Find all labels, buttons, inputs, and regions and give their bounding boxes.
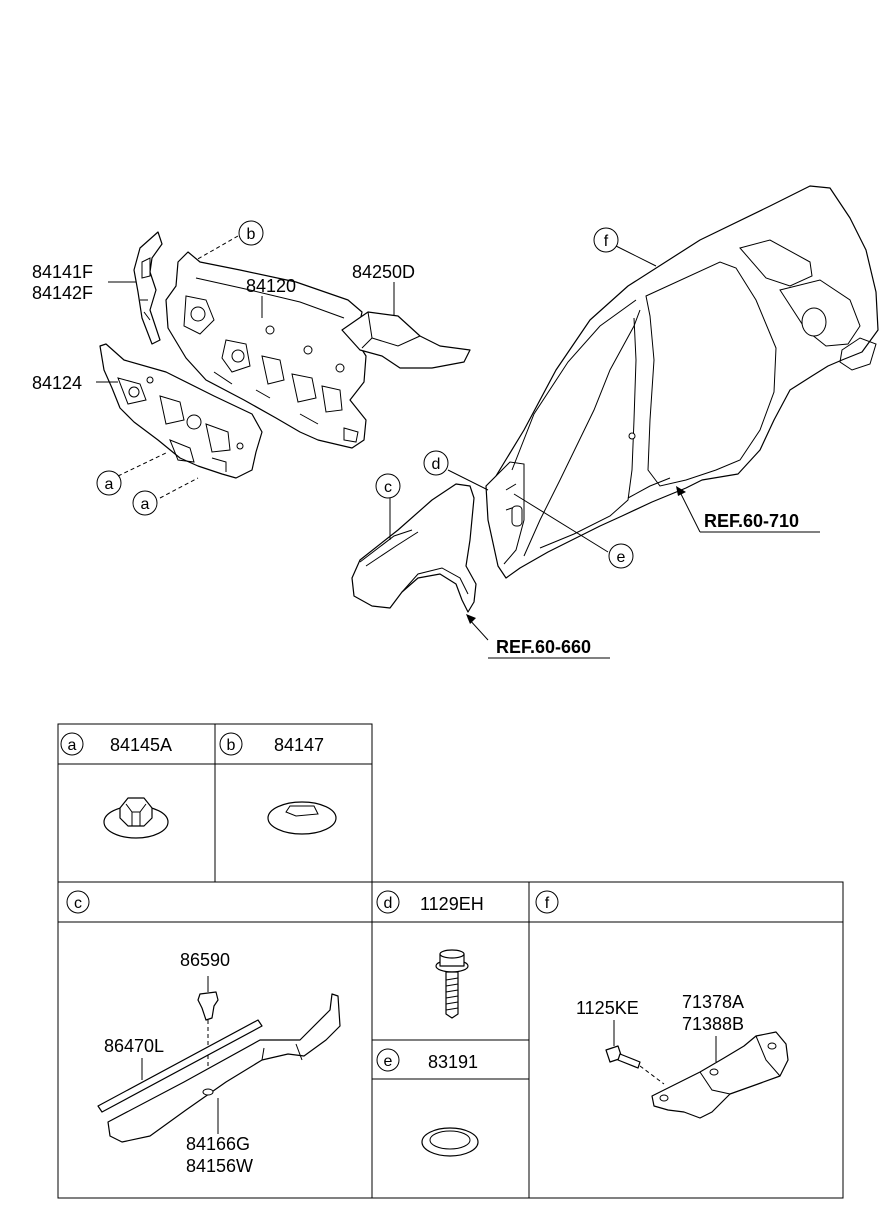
label-86590: 86590 bbox=[180, 950, 230, 970]
ref-60-660[interactable]: REF.60-660 bbox=[496, 637, 591, 657]
leader-b bbox=[195, 235, 239, 261]
label-84124: 84124 bbox=[32, 373, 82, 393]
grommet-part-83191[interactable] bbox=[421, 1127, 479, 1157]
dash-insulator-upper-part[interactable] bbox=[165, 251, 367, 449]
callout-b-circle bbox=[238, 220, 264, 246]
leader-bolt-f bbox=[639, 1065, 665, 1085]
label-71388B: 71388B bbox=[682, 1014, 744, 1034]
cell-b-key: b bbox=[227, 737, 236, 754]
callout-c-text: c bbox=[384, 479, 392, 496]
side-insulator-part[interactable] bbox=[133, 231, 163, 345]
callout-d-circle bbox=[423, 450, 449, 476]
callout-f-circle bbox=[593, 227, 619, 253]
callout-d-text: d bbox=[432, 456, 441, 473]
ref-60-710[interactable]: REF.60-710 bbox=[704, 511, 799, 531]
callout-f-text: f bbox=[604, 233, 609, 250]
cell-b-part: 84147 bbox=[274, 735, 324, 755]
cell-e-circle bbox=[376, 1048, 400, 1072]
callout-e-circle bbox=[608, 543, 634, 569]
label-84156W: 84156W bbox=[186, 1156, 253, 1176]
callout-a2-circle bbox=[132, 490, 158, 516]
cell-d-key: d bbox=[384, 895, 393, 912]
leader-f bbox=[615, 245, 657, 267]
label-84166G: 84166G bbox=[186, 1134, 250, 1154]
label-84250D: 84250D bbox=[352, 262, 415, 282]
leader-a2 bbox=[159, 477, 199, 499]
leader-ref1 bbox=[679, 491, 701, 533]
callout-c-circle bbox=[375, 473, 401, 499]
cell-b-circle bbox=[219, 732, 243, 756]
body-side-panel-part[interactable] bbox=[485, 185, 879, 579]
bolt-part-1129EH[interactable] bbox=[435, 949, 469, 1019]
leader-d bbox=[447, 469, 489, 491]
callout-e-text: e bbox=[617, 549, 626, 566]
cell-a-circle bbox=[60, 732, 84, 756]
leader-a1 bbox=[117, 451, 169, 477]
callout-a-text: a bbox=[105, 476, 114, 493]
rail-part-86470L[interactable] bbox=[97, 1019, 263, 1113]
callout-a2-text: a bbox=[141, 496, 150, 513]
bracket-part-84166G[interactable] bbox=[107, 993, 341, 1143]
cell-e-key: e bbox=[384, 1053, 393, 1070]
arrow-ref2 bbox=[466, 614, 476, 624]
cell-e-part: 83191 bbox=[428, 1052, 478, 1072]
fender-part[interactable] bbox=[351, 483, 477, 613]
insulation-pad-part[interactable] bbox=[341, 311, 471, 369]
label-86470L: 86470L bbox=[104, 1036, 164, 1056]
clip-part-86590[interactable] bbox=[197, 976, 219, 1021]
plug-part-84147[interactable] bbox=[267, 801, 337, 835]
cell-d-circle bbox=[376, 890, 400, 914]
bracket-part-71378A[interactable] bbox=[651, 1031, 789, 1119]
cell-a-key: a bbox=[68, 737, 77, 754]
dash-insulator-lower-part[interactable] bbox=[99, 343, 263, 479]
label-84142F: 84142F bbox=[32, 283, 93, 303]
leader-e bbox=[513, 493, 609, 553]
bolt-part-1125KE[interactable] bbox=[605, 1045, 641, 1069]
cell-f-circle bbox=[535, 890, 559, 914]
cell-c-key: c bbox=[74, 895, 82, 912]
arrow-ref1 bbox=[676, 486, 686, 496]
nut-part-84145A[interactable] bbox=[103, 797, 169, 839]
label-1125KE: 1125KE bbox=[576, 998, 639, 1018]
label-84141F: 84141F bbox=[32, 262, 93, 282]
label-84120: 84120 bbox=[246, 276, 296, 296]
cell-c-circle bbox=[66, 890, 90, 914]
cell-f-key: f bbox=[545, 895, 550, 912]
callout-a-circle bbox=[96, 470, 122, 496]
parts-table bbox=[57, 723, 844, 1199]
label-71378A: 71378A bbox=[682, 992, 744, 1012]
cell-a-part: 84145A bbox=[110, 735, 172, 755]
callout-b-text: b bbox=[247, 226, 256, 243]
cell-d-part: 1129EH bbox=[420, 894, 484, 914]
